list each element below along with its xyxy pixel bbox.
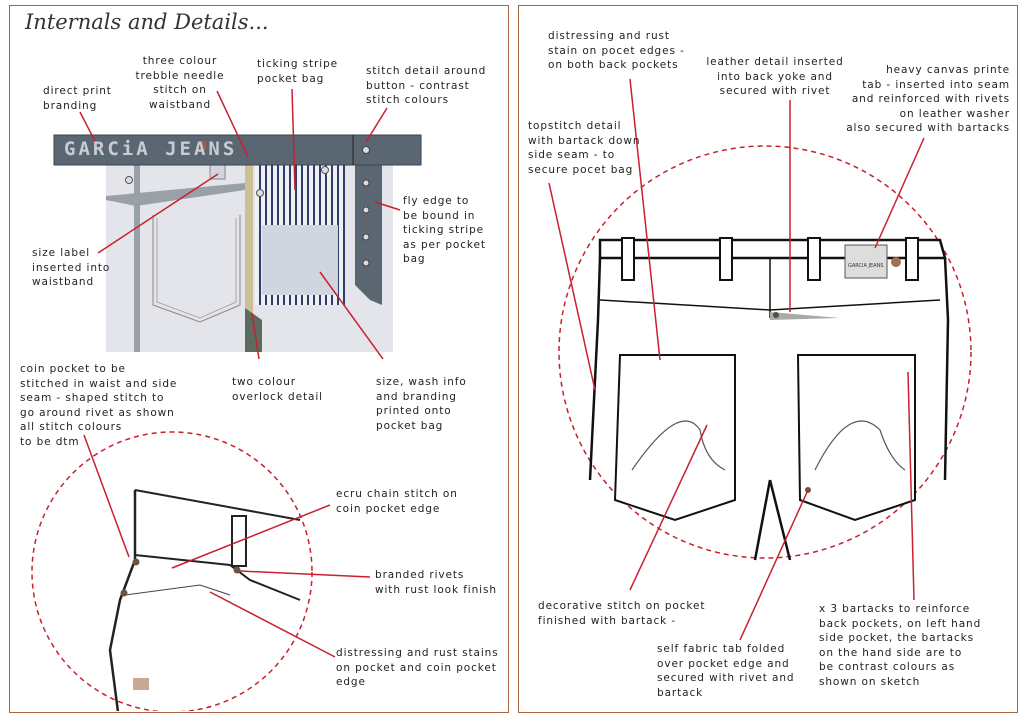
back-jeans-sketch [558, 145, 972, 561]
front-detail-sketch [53, 134, 422, 352]
label-bartacks: x 3 bartacks to reinforce back pockets, … [819, 603, 982, 688]
label-self-fabric: self fabric tab folded over pocket edge … [657, 643, 795, 699]
canvas-tab-print: GARCIA JEANS [848, 263, 884, 269]
label-coin-pocket: coin pocket to be stitched in waist and … [20, 363, 178, 448]
label-leather: leather detail inserted into back yoke a… [706, 56, 844, 98]
label-distress-right: distressing and rust stain on pocet edge… [548, 30, 685, 72]
waistband-branding: GARCiA JEANS [64, 138, 238, 160]
label-canvas-tab: heavy canvas printe tab - inserted into … [846, 64, 1010, 135]
label-fly-edge: fly edge to be bound in ticking stripe a… [403, 195, 486, 266]
label-ecru: ecru chain stitch on coin pocket edge [336, 488, 458, 515]
label-stitch-button: stitch detail around button - contrast s… [366, 65, 487, 107]
label-distress-left: distressing and rust stains on pocket an… [336, 647, 499, 689]
leader-lines [79, 78, 925, 658]
label-size-label: size label inserted into waistband [32, 247, 111, 289]
label-ticking: ticking stripe pocket bag [257, 58, 339, 85]
right-panel [518, 5, 1018, 713]
label-decorative: decorative stitch on pocket finished wit… [538, 600, 706, 627]
label-topstitch: topstitch detail with bartack down side … [528, 120, 641, 176]
label-overlock: two colour overlock detail [232, 376, 323, 403]
label-three-colour: three colour trebble needle stitch on wa… [135, 55, 225, 111]
label-size-wash: size, wash info and branding printed ont… [376, 376, 467, 432]
label-direct-print: direct print branding [43, 85, 112, 112]
label-rivets: branded rivets with rust look finish [375, 569, 497, 596]
coin-pocket-detail [31, 431, 313, 711]
page-title: Internals and Details... [25, 10, 269, 34]
